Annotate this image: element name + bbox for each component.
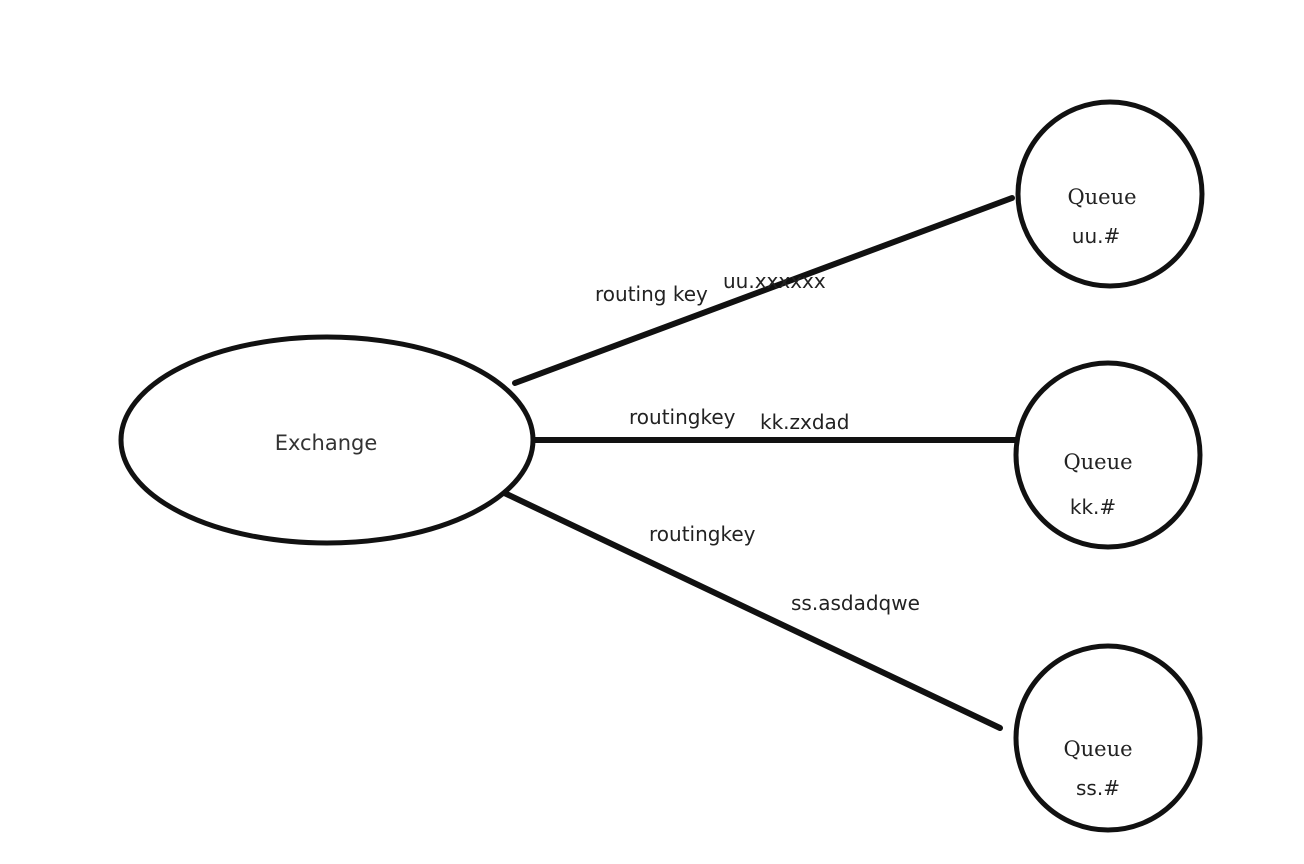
- queue-title-kk: Queue: [1063, 450, 1132, 474]
- queue-node-ss: [1013, 643, 1203, 833]
- edge-line-ss: [495, 487, 1003, 731]
- queue-node-kk: [1013, 360, 1203, 550]
- exchange-label: Exchange: [275, 431, 378, 455]
- edge-label-ss: routingkey: [649, 522, 756, 546]
- queue-title-ss: Queue: [1063, 737, 1132, 761]
- edge-label-kk: routingkey: [629, 405, 736, 429]
- queue-node-uu: [1015, 99, 1205, 289]
- queue-binding-kk: kk.#: [1070, 495, 1116, 519]
- edge-key-ss: ss.asdadqwe: [791, 591, 920, 615]
- edge-key-uu: uu.xxxxxx: [723, 269, 826, 293]
- edge-key-kk: kk.zxdad: [760, 410, 850, 434]
- edge-line-uu: [512, 195, 1015, 386]
- queue-binding-uu-visible: uu.#: [1072, 224, 1120, 248]
- queue-binding-ss: ss.#: [1076, 776, 1120, 800]
- exchange-node: [118, 334, 536, 546]
- queue-title-uu: Queue: [1067, 185, 1136, 209]
- edge-label-uu: routing key: [595, 282, 708, 306]
